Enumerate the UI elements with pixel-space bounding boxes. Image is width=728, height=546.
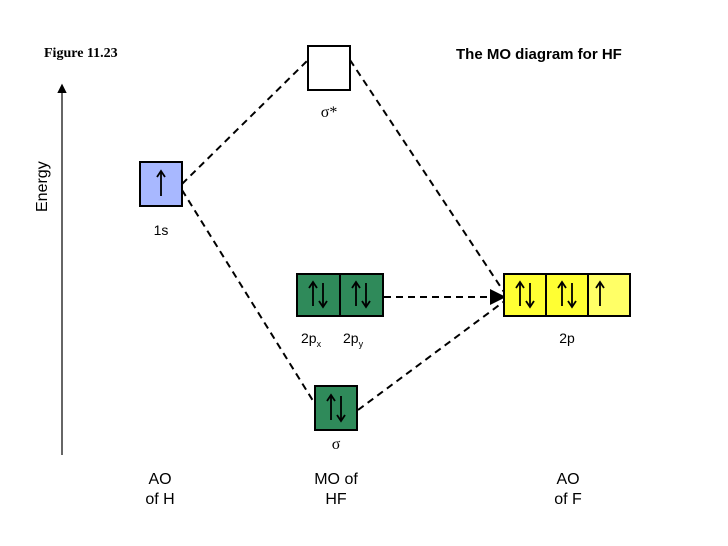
h-1s-label: 1s [153,222,169,238]
electron-pair-arrows [326,393,346,423]
f-2p-orbital-box [545,273,589,317]
figure-label: Figure 11.23 [44,46,118,61]
electron-up-arrow [595,280,605,306]
correlation-line [357,299,507,411]
sigma-star-label: σ* [320,104,338,121]
electron-pair-arrows [515,280,535,309]
2py-orbital-box [339,273,384,317]
correlation-line [349,59,507,296]
diagram-title: The MO diagram for HF [456,46,622,63]
sigma-label: σ [331,436,341,453]
sigma-star-orbital-box [307,45,351,91]
2px-orbital-box [296,273,341,317]
electron-pair-arrows [351,280,371,309]
f-2p-orbital-box [503,273,547,317]
f-2p-orbital-box [587,273,631,317]
2px-label: 2px [301,330,322,349]
f-2p-label: 2p [559,330,575,346]
correlation-line [181,189,316,405]
correlation-line [181,59,309,185]
sigma-orbital-box [314,385,358,431]
electron-up-arrow [156,169,166,196]
electron-pair-arrows [308,280,328,309]
2py-label: 2py [343,330,364,349]
electron-pair-arrows [557,280,577,309]
